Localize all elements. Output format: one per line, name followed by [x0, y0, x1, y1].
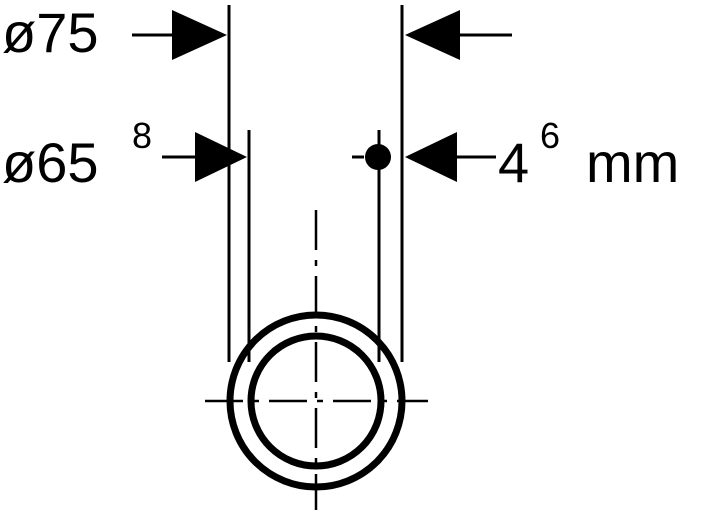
- outer-diameter-value: 75: [36, 1, 98, 64]
- wall-thickness-value: 4: [498, 131, 529, 194]
- outer-diameter-prefix: ø: [2, 1, 36, 64]
- arrowheads: [172, 10, 460, 182]
- wall-thickness-superscript: 6: [540, 115, 560, 156]
- inner-left-arrow-icon: [195, 132, 247, 182]
- outer-left-arrow-icon: [172, 10, 227, 60]
- inner-diameter-label: ø65: [2, 131, 99, 194]
- wall-thickness-dot-icon: [365, 144, 391, 170]
- inner-diameter-value: 65: [36, 131, 98, 194]
- outer-diameter-label: ø75: [2, 1, 99, 64]
- inner-diameter-superscript: 8: [132, 115, 152, 156]
- outer-right-arrow-icon: [405, 10, 460, 60]
- wall-thickness-unit: mm: [586, 131, 679, 194]
- center-lines: [205, 210, 428, 510]
- wall-thickness-arrow-icon: [405, 132, 457, 182]
- inner-diameter-prefix: ø: [2, 131, 36, 194]
- leader-lines: [132, 33, 512, 159]
